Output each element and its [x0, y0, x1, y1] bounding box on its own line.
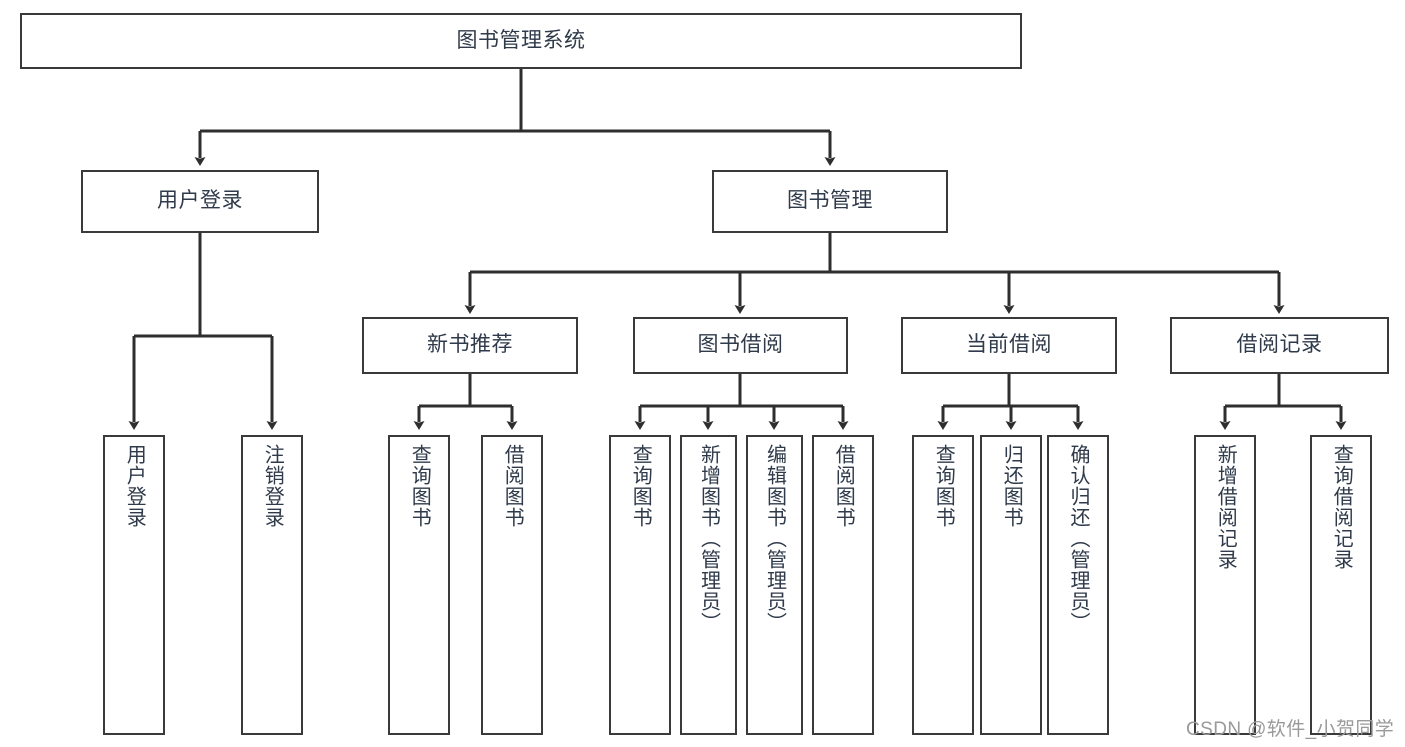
watermark-text: CSDN @软件_小贺同学 — [1186, 719, 1395, 740]
leaf-current-return-book[interactable]: 归还图书 — [980, 435, 1042, 735]
leaf-record-query-record[interactable]: 查询借阅记录 — [1310, 435, 1372, 735]
node-label: 查询图书 — [932, 444, 955, 528]
leaf-record-add-record[interactable]: 新增借阅记录 — [1194, 435, 1256, 735]
node-label: 借阅图书 — [832, 444, 855, 528]
node-book-management[interactable]: 图书管理 — [712, 170, 948, 233]
node-book-borrow[interactable]: 图书借阅 — [633, 317, 848, 374]
node-label: 当前借阅 — [966, 333, 1052, 357]
node-label: 借阅记录 — [1236, 333, 1323, 357]
leaf-recommend-query-book[interactable]: 查询图书 — [388, 435, 450, 735]
node-label: 用户登录 — [157, 189, 243, 213]
leaf-current-confirm-return-admin[interactable]: 确认归还（管理员） — [1047, 435, 1109, 735]
node-label: 新增借阅记录 — [1214, 444, 1237, 570]
leaf-user-login[interactable]: 用户登录 — [103, 435, 165, 735]
node-label: 确认归还（管理员） — [1067, 444, 1089, 633]
leaf-current-query-book[interactable]: 查询图书 — [912, 435, 974, 735]
leaf-borrow-query-book[interactable]: 查询图书 — [609, 435, 671, 735]
node-label: 新增图书（管理员） — [697, 444, 720, 633]
node-label: 查询借阅记录 — [1330, 444, 1353, 570]
leaf-user-logout[interactable]: 注销登录 — [241, 435, 303, 735]
node-new-book-recommend[interactable]: 新书推荐 — [362, 317, 578, 374]
leaf-borrow-borrow-book[interactable]: 借阅图书 — [812, 435, 874, 735]
node-label: 借阅图书 — [501, 444, 524, 528]
node-label: 归还图书 — [1000, 444, 1023, 528]
node-label: 编辑图书（管理员） — [763, 444, 786, 633]
node-borrow-record[interactable]: 借阅记录 — [1170, 317, 1389, 374]
leaf-recommend-borrow-book[interactable]: 借阅图书 — [481, 435, 543, 735]
leaf-borrow-edit-book-admin[interactable]: 编辑图书（管理员） — [746, 435, 803, 735]
node-label: 图书借阅 — [697, 333, 784, 357]
node-current-borrow[interactable]: 当前借阅 — [901, 317, 1117, 374]
node-label: 图书管理系统 — [456, 28, 586, 52]
node-label: 查询图书 — [629, 444, 652, 528]
node-user-login[interactable]: 用户登录 — [81, 170, 319, 233]
node-label: 注销登录 — [261, 444, 284, 528]
node-label: 查询图书 — [408, 444, 431, 528]
node-label: 用户登录 — [123, 444, 146, 528]
node-root-system[interactable]: 图书管理系统 — [20, 13, 1022, 69]
node-label: 新书推荐 — [427, 333, 513, 357]
leaf-borrow-add-book-admin[interactable]: 新增图书（管理员） — [680, 435, 737, 735]
node-label: 图书管理 — [787, 189, 873, 213]
